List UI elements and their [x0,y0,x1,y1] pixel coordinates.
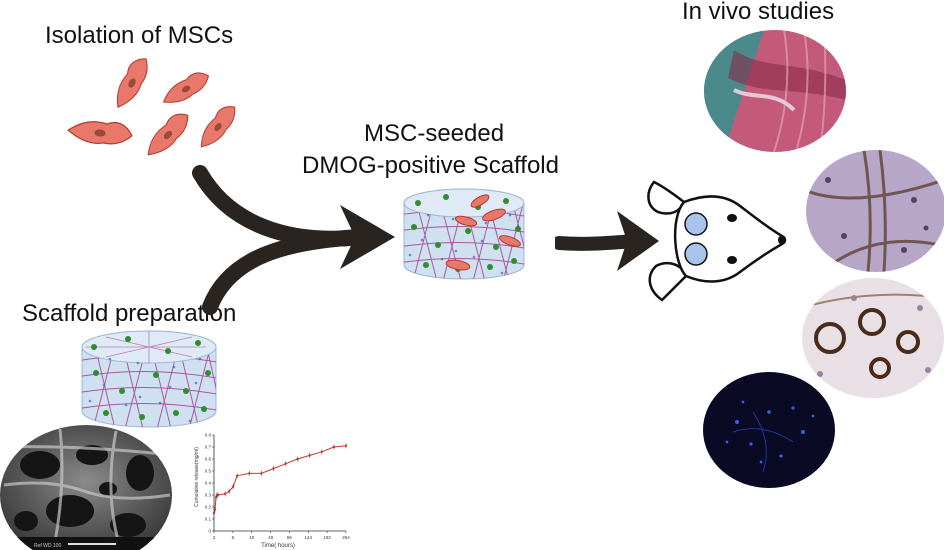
msc-cell [108,55,155,113]
histology-image-trichrome [704,30,846,152]
chart-x-tick-label: 192 [323,535,331,540]
chart-data-point [332,445,336,449]
sem-scale-text: Ref WD 100 [34,543,61,549]
in-vivo-title: In vivo studies [682,0,835,25]
chart-data-point [284,462,287,465]
chart-data-point [212,511,216,515]
msc-cell [66,117,134,147]
chart-data-point [216,493,220,497]
msc-cell [193,100,242,153]
msc-cells-illustration [66,55,242,162]
chart-data-point [248,472,251,475]
msc-cell [140,107,195,162]
histology-image-ihc-brown [806,150,944,272]
seeded-scaffold-title-line1: MSC-seeded [364,120,505,147]
seeded-scaffold-title-line2: DMOG-positive Scaffold [302,152,559,179]
chart-y-tick-label: 0.7 [205,445,212,450]
chart-data-point [235,474,239,477]
chart-x-tick-label: 10 [249,535,255,540]
chart-marks [212,443,348,516]
seeded-scaffold-illustration [403,188,525,280]
chart-y-tick-label: 0.6 [205,457,212,462]
chart-x-tick-label: 96 [287,535,293,540]
chart-data-point [213,508,217,511]
chart-x-tick-label: 2 [213,535,216,540]
implant-site [684,212,708,236]
chart-x-tick-label: 264 [342,535,350,540]
scaffold-illustration [81,330,217,428]
chart-x-label: Time( hours) [261,543,295,549]
to-in-vivo-arrow [555,211,659,271]
chart-x-tick-label: 48 [268,535,274,540]
chart-data-point [260,472,263,475]
histology-image-ihc-vessels [802,278,944,398]
mouse-illustration [647,180,787,302]
chart-y-tick-label: 0.3 [205,493,212,498]
chart-data-point [296,457,299,461]
implant-site [684,242,708,266]
chart-series-line [213,445,347,514]
chart-x-tick-label: 144 [305,535,313,540]
chart-data-point [308,454,311,457]
msc-cell [158,67,214,110]
release-chart: 0 0.1 0.2 0.3 0.4 0.5 0.6 0.7 0.8 2 6 10 48 96 144 192 2… [194,433,350,549]
merge-arrow [192,165,395,315]
chart-y-tick-label: 0.2 [205,505,212,510]
chart-axes: 0 0.1 0.2 0.3 0.4 0.5 0.6 0.7 0.8 2 6 10 48 96 144 192 2… [205,433,350,540]
chart-y-tick-label: 0.5 [205,469,212,474]
chart-y-tick-label: 0 [208,529,211,534]
chart-data-point [344,444,348,447]
sem-micrograph: Ref WD 100 [0,425,172,550]
histology-image-fluorescence [703,372,835,488]
chart-data-point [320,450,324,453]
chart-data-point [214,496,218,499]
scaffold-preparation-title: Scaffold preparation [22,300,237,327]
chart-x-tick-label: 6 [232,535,235,540]
chart-data-point [223,492,227,495]
chart-y-label: Cumulative release(mg/ml) [194,447,200,507]
chart-y-tick-label: 0.4 [205,481,212,486]
chart-data-point [272,467,275,470]
chart-data-point [231,485,235,488]
chart-y-tick-label: 0.1 [205,517,212,522]
chart-y-tick-label: 0.8 [205,433,212,438]
chart-data-point [227,490,231,493]
isolation-title: Isolation of MSCs [45,22,234,49]
